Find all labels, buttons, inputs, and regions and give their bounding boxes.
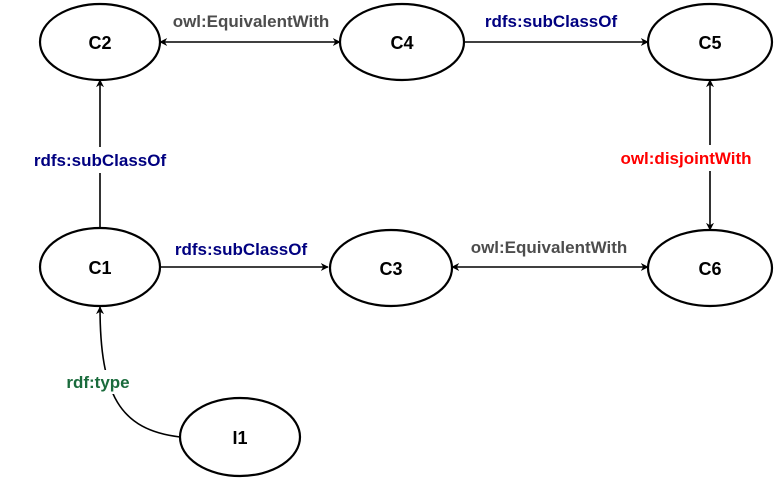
node-c5-ellipse bbox=[646, 2, 774, 82]
edge-label-c3-c6: owl:EquivalentWith bbox=[471, 238, 628, 257]
node-c2-ellipse bbox=[38, 2, 162, 82]
node-c4-label: C4 bbox=[390, 33, 413, 53]
node-i1: I1 bbox=[178, 396, 302, 478]
node-i1-label: I1 bbox=[232, 428, 247, 448]
node-c6: C6 bbox=[646, 228, 774, 308]
label-bg-c2-c4 bbox=[151, 8, 351, 32]
edge-i1-c1 bbox=[96, 306, 181, 438]
label-bg-c3-c6 bbox=[446, 236, 652, 260]
label-bg-c1-c2 bbox=[0, 147, 200, 173]
node-c4-ellipse bbox=[338, 2, 466, 82]
edge-label-c1-c2: rdfs:subClassOf bbox=[34, 151, 167, 170]
edge-label-c4-c5: rdfs:subClassOf bbox=[485, 12, 618, 31]
label-bg-c1-c3 bbox=[152, 236, 328, 262]
label-bg-i1-c1 bbox=[50, 370, 146, 394]
edge-label-c2-c4: owl:EquivalentWith bbox=[173, 12, 330, 31]
node-c4: C4 bbox=[338, 2, 466, 82]
node-c1-ellipse bbox=[38, 226, 162, 308]
node-c3-ellipse bbox=[328, 228, 454, 308]
edge-label-c1-c3: rdfs:subClassOf bbox=[175, 240, 308, 259]
edge-label-c5-c6: owl:disjointWith bbox=[620, 149, 751, 168]
edge-i1-c1-line bbox=[96, 306, 181, 438]
node-c1-label: C1 bbox=[88, 258, 111, 278]
node-c6-label: C6 bbox=[698, 259, 721, 279]
edge-label-i1-c1: rdf:type bbox=[66, 373, 129, 392]
node-c5: C5 bbox=[646, 2, 774, 82]
node-c2: C2 bbox=[38, 2, 162, 82]
node-i1-ellipse bbox=[178, 396, 302, 478]
node-c3-label: C3 bbox=[379, 259, 402, 279]
node-c6-ellipse bbox=[646, 228, 774, 308]
node-c2-label: C2 bbox=[88, 33, 111, 53]
node-c5-label: C5 bbox=[698, 33, 721, 53]
label-bg-c5-c6 bbox=[600, 145, 774, 171]
node-c3: C3 bbox=[328, 228, 454, 308]
node-c1: C1 bbox=[38, 226, 162, 308]
